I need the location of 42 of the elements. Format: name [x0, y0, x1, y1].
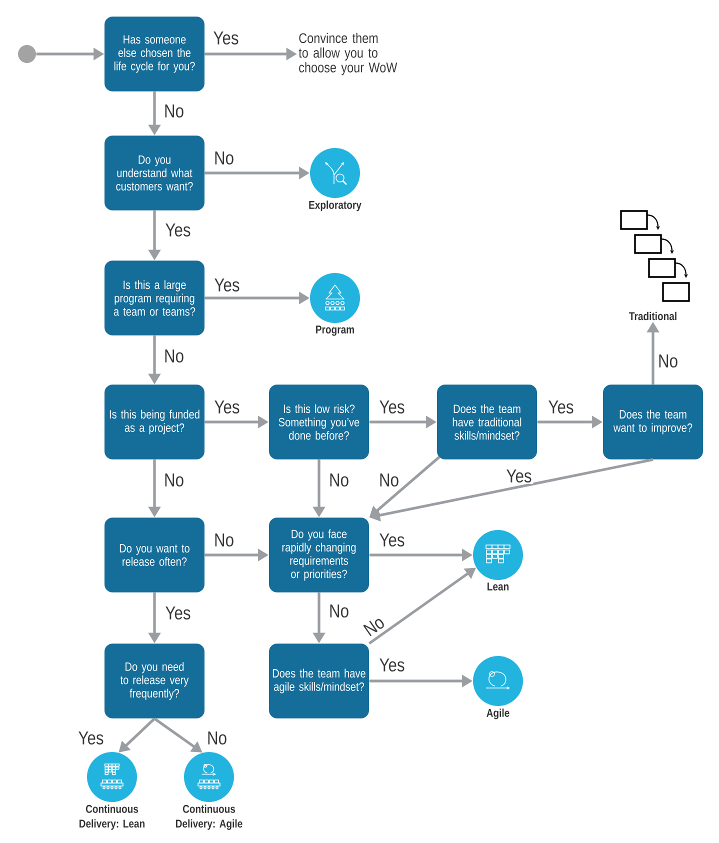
edge-label: Yes — [164, 222, 192, 238]
decision-box: Is this a large program requiring a team or teams? — [104, 260, 204, 336]
edge-label: No — [360, 613, 388, 639]
edge-label: Yes — [164, 605, 192, 621]
decision-box: Do you face rapidly changing requirements or priorities? — [269, 518, 369, 592]
icon-caption: Lean — [488, 582, 509, 590]
decision-box: Do you understand what customers want? — [104, 136, 204, 210]
edge-label: Yes — [504, 468, 534, 484]
start-dot — [18, 45, 36, 63]
decision-box: Has someone else chosen the life cycle for you? — [104, 16, 204, 92]
edge-label: No — [162, 348, 186, 364]
decision-box: Is this low risk? Something you’ve done before? — [269, 384, 369, 460]
edge-label: Yes — [378, 657, 406, 673]
decision-box: Is this being funded as a project? — [104, 384, 204, 460]
edge-label: Yes — [378, 532, 406, 548]
edge-label: No — [162, 472, 186, 488]
icon-caption: Exploratory — [309, 200, 362, 212]
decision-box: Does the team have agile skills/mindset? — [269, 644, 369, 718]
edge-label: Yes — [212, 399, 242, 415]
outcome-text: Convince them to allow you to choose your WoW — [298, 32, 398, 76]
edge-label: Yes — [212, 277, 242, 293]
icon-caption: Continuous Delivery: Agile — [176, 804, 242, 830]
edge-label: Yes — [76, 730, 106, 746]
decision-box: Do you need to release very frequently? — [104, 644, 204, 718]
edge-label: No — [328, 472, 350, 488]
edge-label: Yes — [378, 399, 406, 415]
icon-caption: Agile — [486, 708, 510, 720]
edge-label: Yes — [212, 30, 240, 46]
icon-caption: Continuous Delivery: Lean — [80, 804, 144, 830]
edge-label: No — [212, 150, 236, 166]
icon-caption: Traditional — [629, 312, 676, 320]
decision-box: Does the team want to improve? — [603, 384, 703, 460]
decision-box: Does the team have traditional skills/mindset? — [437, 384, 537, 460]
edge-label: No — [378, 472, 400, 488]
edge-label: No — [206, 730, 228, 746]
decision-box: Do you want to release often? — [104, 518, 204, 592]
edge-label: No — [328, 603, 350, 619]
edge-label: No — [656, 353, 680, 369]
edge-label: No — [212, 532, 236, 548]
icon-caption: Program — [316, 326, 354, 336]
edge-label: No — [162, 103, 186, 119]
edge-label: Yes — [546, 399, 576, 415]
